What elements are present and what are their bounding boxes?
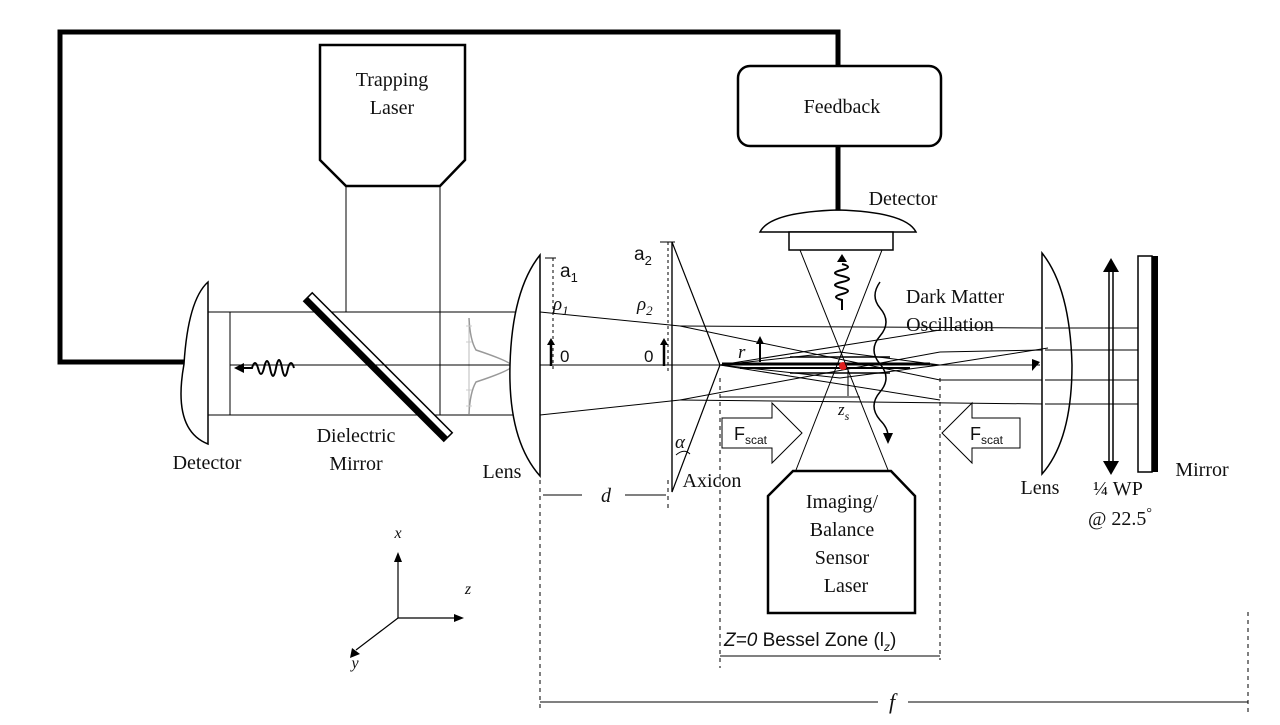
dark-matter-label-2: Oscillation (906, 314, 994, 336)
wave-plate-label-2: @ 22.5° (1088, 506, 1152, 530)
left-detector-label: Detector (173, 452, 242, 474)
f-label: f (889, 689, 898, 714)
zs-label: zs (837, 400, 850, 423)
dielectric-mirror (302, 291, 454, 443)
imaging-laser-label-4: Laser (824, 575, 869, 597)
detector-wave-arrowhead (837, 254, 847, 262)
right-mirror (1137, 255, 1153, 473)
beam-to-mirror (939, 327, 1138, 405)
axis-z-arrowhead (454, 614, 464, 622)
return-wave-icon (240, 359, 295, 377)
trapping-laser-label-2: Laser (370, 97, 415, 119)
fscat-right-label: Fscat (970, 424, 1004, 447)
left-lens (509, 252, 541, 478)
imaging-laser-label-3: Sensor (815, 547, 870, 569)
axis-x-label: x (393, 525, 401, 542)
dark-matter-label-1: Dark Matter (906, 286, 1005, 308)
fscat-right-arrow (941, 401, 1021, 465)
trapped-particle (839, 362, 847, 370)
axis-y-line (355, 617, 399, 651)
alpha-arc (675, 450, 691, 456)
a2-label: a2 (634, 244, 652, 268)
fscat-left-label: Fscat (734, 424, 768, 447)
imaging-beam-left (799, 249, 889, 471)
beam-converge-top (539, 311, 681, 327)
imaging-laser-box (766, 469, 917, 615)
zero2-arrowhead (660, 338, 668, 345)
right-mirror-label: Mirror (1175, 459, 1229, 481)
top-detector-label: Detector (869, 188, 938, 210)
zero1-arrowhead (547, 338, 555, 345)
left-lens-label: Lens (483, 461, 522, 483)
right-lens (1041, 250, 1073, 476)
d-label: d (601, 485, 612, 507)
zero2-label: 0 (644, 347, 653, 366)
rho1-label: ρ1 (552, 294, 569, 318)
gaussian-profile (466, 317, 513, 415)
dielectric-mirror-label-2: Mirror (329, 453, 383, 475)
axicon (671, 241, 721, 493)
bessel-zone-label: Z=0 Bessel Zone (lz) (723, 630, 896, 654)
feedback-label: Feedback (804, 96, 881, 118)
imaging-beam-right (795, 249, 883, 471)
alpha-label: α (675, 432, 686, 453)
r-label: r (738, 342, 746, 363)
wave-plate-arrow-top (1103, 258, 1119, 272)
r-arrowhead (756, 336, 764, 344)
top-detector (758, 209, 918, 233)
beam-converge-bottom-2 (679, 399, 1046, 405)
dark-matter-arrowhead (883, 433, 893, 444)
top-detector-base (788, 231, 894, 251)
a1-label: a1 (560, 261, 578, 285)
detector-wave-icon (834, 263, 850, 310)
imaging-laser-label-2: Balance (810, 519, 875, 541)
trapping-laser-label-1: Trapping (356, 69, 429, 91)
axis-arrowhead (1032, 359, 1040, 371)
beam-converge-top-2 (679, 325, 1046, 329)
right-lens-label: Lens (1021, 477, 1060, 499)
axicon-label: Axicon (683, 470, 742, 492)
dark-matter-wave-icon (873, 281, 889, 437)
fscat-left-arrow (721, 401, 803, 465)
rho2-label: ρ2 (636, 294, 653, 318)
zero1-label: 0 (560, 347, 569, 366)
axis-y-arrowhead (350, 648, 360, 658)
axis-z-label: z (464, 581, 472, 598)
feedback-loop-line (57, 29, 841, 365)
feedback-box (736, 64, 943, 148)
right-mirror-backing (1152, 256, 1158, 472)
beam-converge-bottom (539, 399, 681, 416)
dielectric-mirror-label-1: Dielectric (317, 425, 396, 447)
axis-y-label: y (349, 655, 359, 672)
left-detector (180, 280, 209, 446)
axis-x-arrowhead (394, 552, 402, 562)
wave-plate-label-1: ¼ WP (1093, 478, 1143, 500)
wave-plate-arrow-bottom (1103, 461, 1119, 475)
imaging-laser-label-1: Imaging/ (806, 491, 879, 513)
